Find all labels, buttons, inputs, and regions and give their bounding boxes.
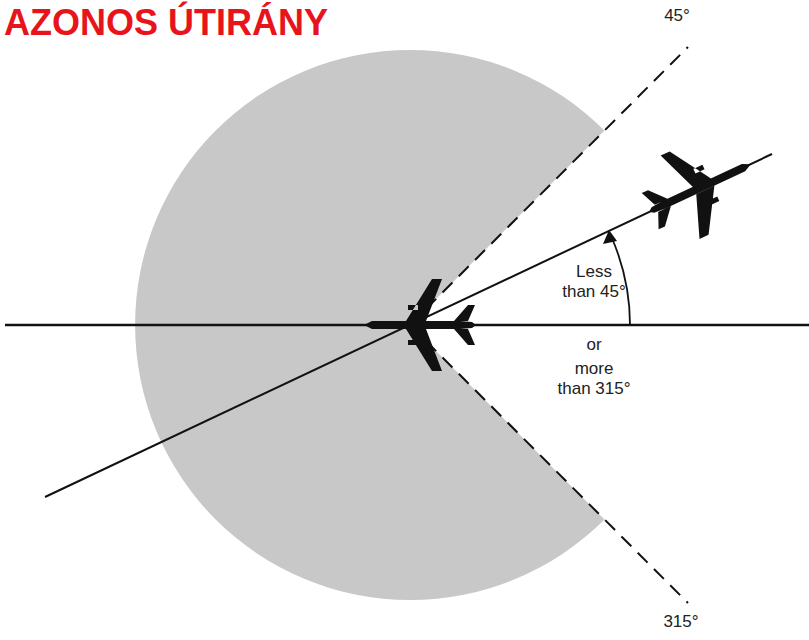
- aircraft: [364, 279, 476, 371]
- condition-note: or: [586, 335, 601, 355]
- boundary-45: [410, 47, 688, 325]
- condition-note: more than 315°: [557, 359, 632, 400]
- boundary-315: [410, 325, 688, 603]
- angle-label: 45°: [664, 6, 690, 26]
- angle-arc: [611, 236, 630, 325]
- condition-note: Less than 45°: [560, 262, 628, 303]
- aircraft: [630, 123, 770, 254]
- title: AZONOS ÚTIRÁNY: [4, 2, 328, 44]
- angle-label: 315°: [663, 612, 698, 632]
- arrowhead: [603, 230, 617, 244]
